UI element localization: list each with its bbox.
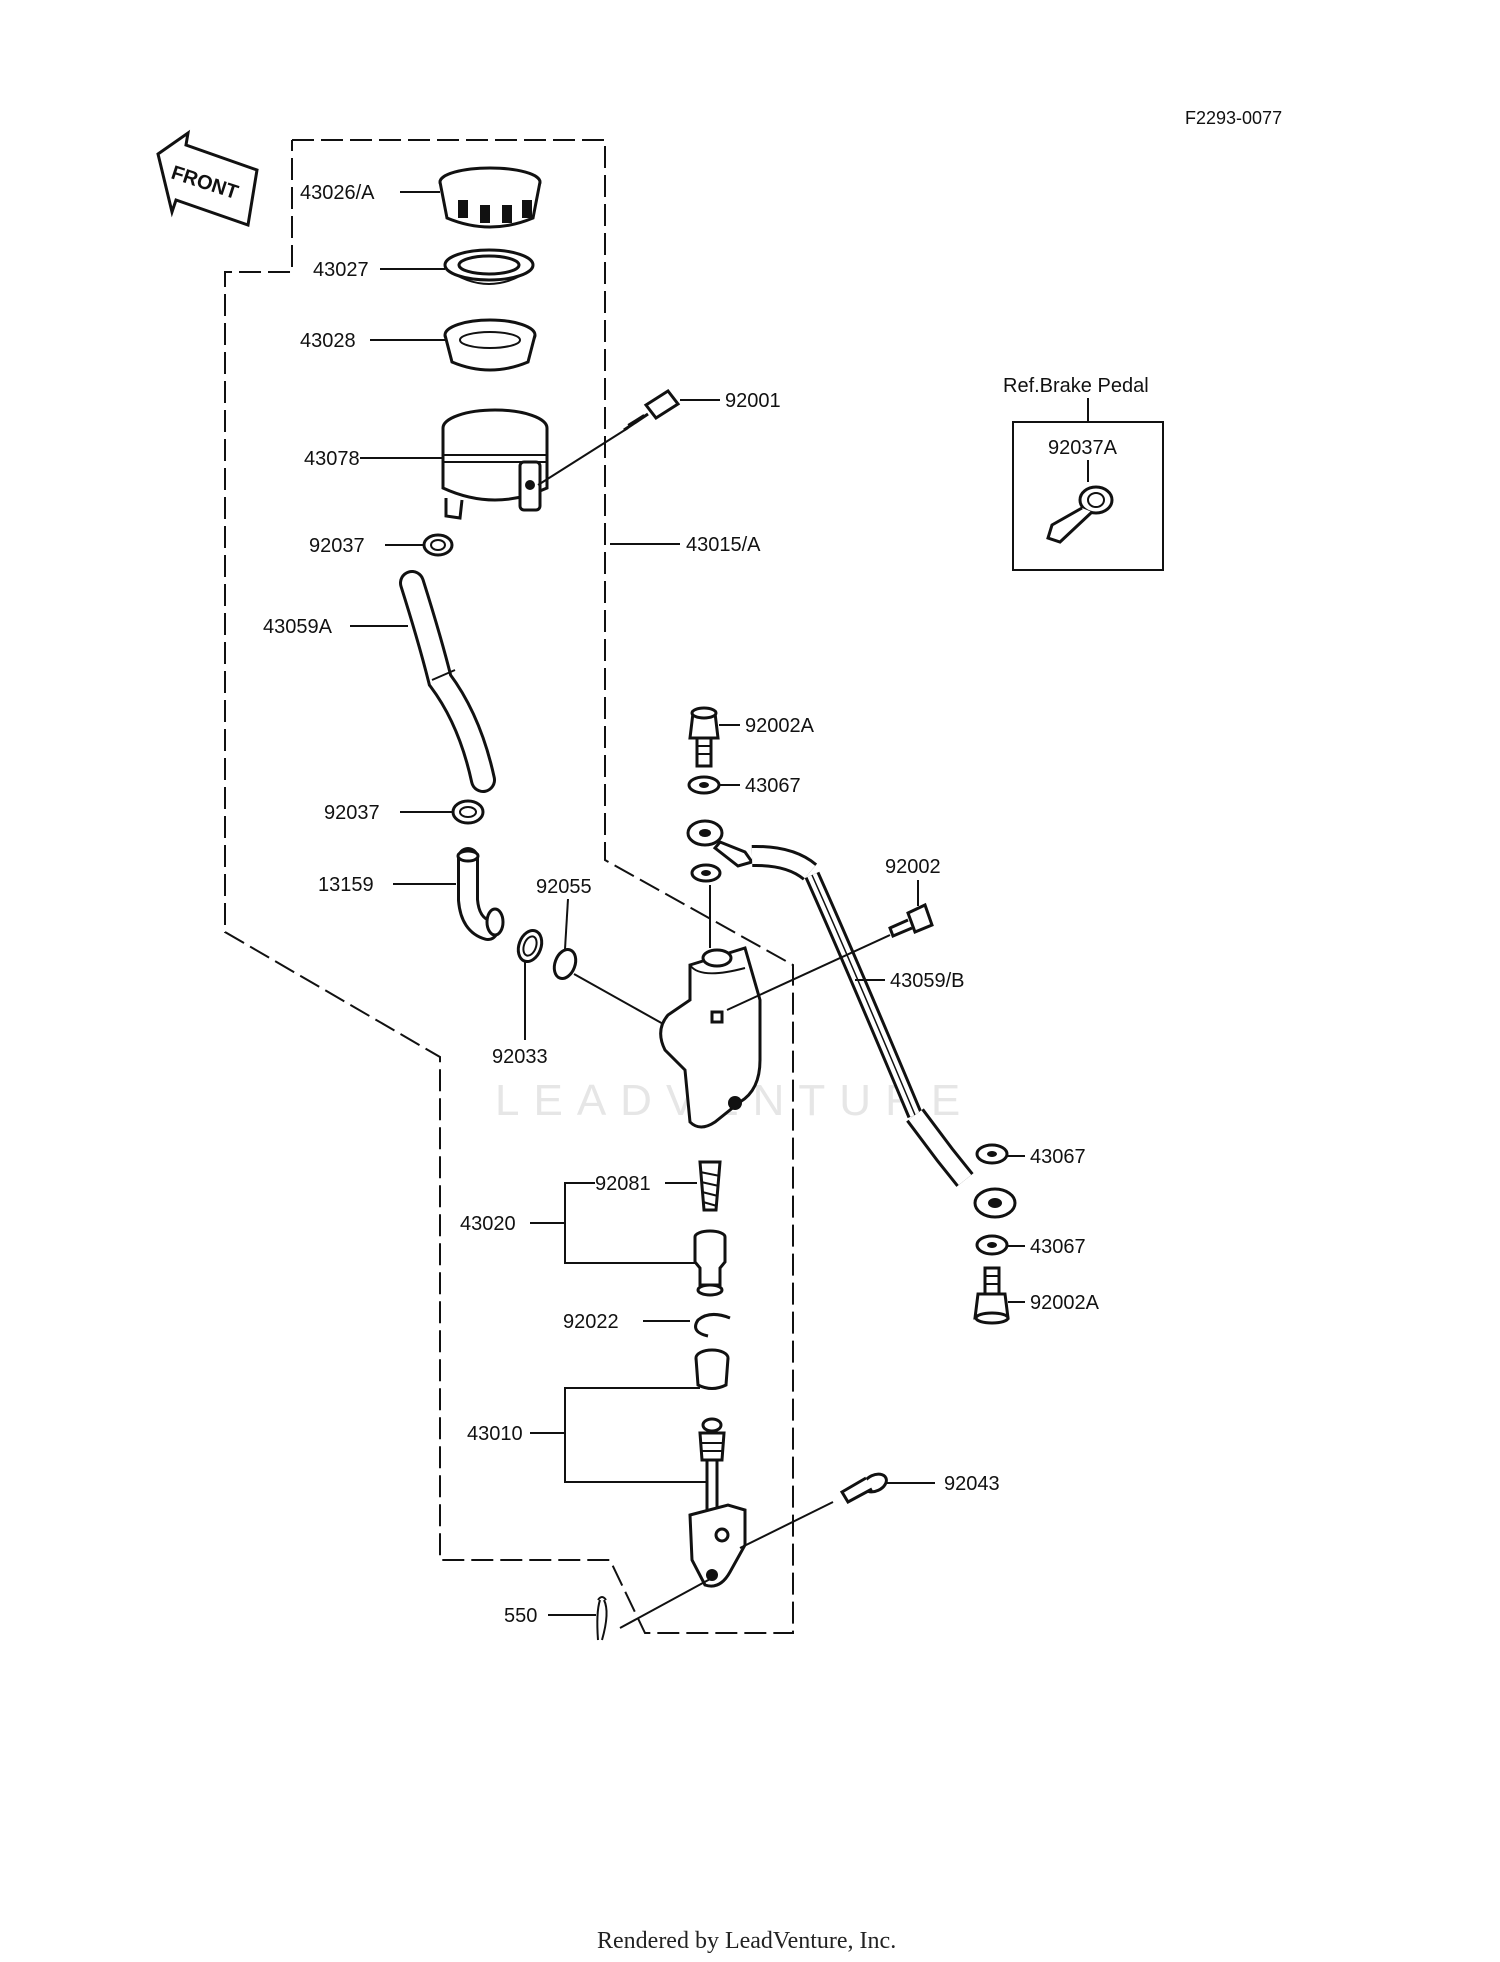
washer-bottom bbox=[975, 1234, 1009, 1256]
front-arrow-icon: FRONT bbox=[156, 129, 259, 228]
clevis bbox=[688, 1503, 747, 1588]
banjo-bolt-bottom bbox=[973, 1266, 1010, 1325]
label-92002a-top: 92002A bbox=[745, 715, 815, 737]
banjo-bolt-top bbox=[688, 706, 720, 768]
label-43027: 43027 bbox=[313, 259, 369, 281]
hose-43059a bbox=[399, 570, 496, 793]
diaphragm bbox=[443, 318, 537, 372]
reservoir bbox=[441, 408, 549, 520]
label-43015a: 43015/A bbox=[686, 534, 761, 556]
pin-92043 bbox=[839, 1472, 888, 1505]
washer-under-banjo bbox=[690, 863, 722, 883]
push-rod bbox=[698, 1417, 726, 1514]
label-92043: 92043 bbox=[944, 1473, 1000, 1495]
ref-brake-pedal-box: Ref.Brake Pedal 92037A bbox=[1003, 375, 1164, 571]
label-43067-mid: 43067 bbox=[1030, 1146, 1086, 1168]
label-92055: 92055 bbox=[536, 876, 592, 898]
label-43067-top: 43067 bbox=[745, 775, 801, 797]
master-cylinder-body bbox=[659, 946, 762, 1129]
reservoir-cap bbox=[438, 166, 542, 229]
clamp-92037a-icon bbox=[1046, 485, 1114, 544]
diaphragm-plate bbox=[443, 248, 535, 285]
elbow-13159 bbox=[456, 847, 505, 941]
bolt-92002 bbox=[888, 902, 934, 938]
cotter-pin-550 bbox=[596, 1596, 608, 1641]
assembly-outline bbox=[224, 139, 794, 1634]
label-92002a-bottom: 92002A bbox=[1030, 1292, 1100, 1314]
washer-top bbox=[687, 775, 721, 795]
label-92002: 92002 bbox=[885, 856, 941, 878]
label-13159: 13159 bbox=[318, 874, 374, 896]
oring-92055 bbox=[552, 947, 578, 981]
ref-box-title: Ref.Brake Pedal bbox=[1003, 375, 1149, 397]
clamp-lower bbox=[451, 799, 485, 825]
boot-43010 bbox=[694, 1348, 730, 1390]
label-43028: 43028 bbox=[300, 330, 356, 352]
label-43059a: 43059A bbox=[263, 616, 333, 638]
label-550: 550 bbox=[504, 1605, 537, 1627]
piston-43020 bbox=[693, 1229, 727, 1297]
label-92037-lower: 92037 bbox=[324, 802, 380, 824]
label-92037-upper: 92037 bbox=[309, 535, 365, 557]
label-43026a: 43026/A bbox=[300, 182, 375, 204]
label-43020: 43020 bbox=[460, 1213, 516, 1235]
figure-code: F2293-0077 bbox=[1185, 108, 1282, 128]
circlip-92022 bbox=[694, 1313, 731, 1338]
clamp-upper bbox=[422, 533, 454, 557]
label-92022: 92022 bbox=[563, 1311, 619, 1333]
label-92033: 92033 bbox=[492, 1046, 548, 1068]
footer-credit: Rendered by LeadVenture, Inc. bbox=[597, 1928, 896, 1954]
label-92081: 92081 bbox=[595, 1173, 651, 1195]
brake-hose-43059b bbox=[686, 819, 1017, 1219]
bolt-92001 bbox=[623, 388, 681, 432]
label-43067-bottom: 43067 bbox=[1030, 1236, 1086, 1258]
ref-box-part: 92037A bbox=[1048, 437, 1118, 459]
label-43010: 43010 bbox=[467, 1423, 523, 1445]
label-43059b: 43059/B bbox=[890, 970, 965, 992]
circlip-92033 bbox=[516, 929, 544, 963]
label-92001: 92001 bbox=[725, 390, 781, 412]
spring-92081 bbox=[698, 1160, 722, 1212]
washer-mid bbox=[975, 1143, 1009, 1165]
label-43078: 43078 bbox=[304, 448, 360, 470]
